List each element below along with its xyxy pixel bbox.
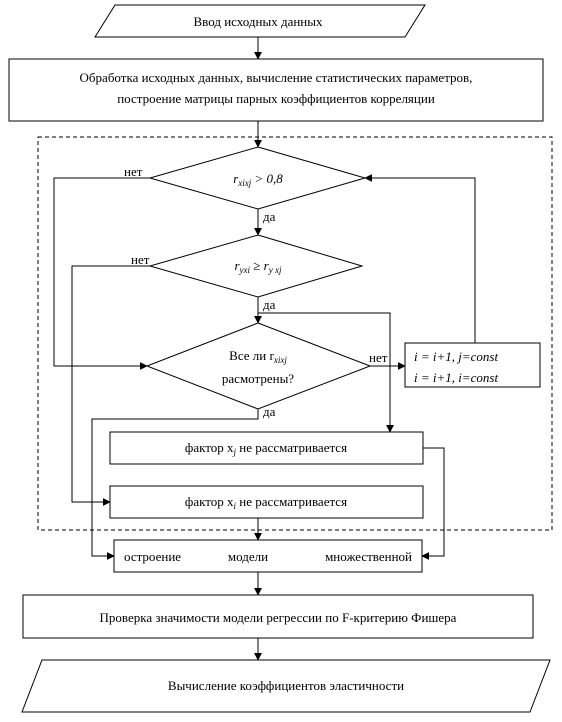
decision-all-reviewed-line1: Все ли rxixj xyxy=(229,348,287,365)
arrow-decision2-no xyxy=(71,265,150,506)
model-word2: модели xyxy=(228,549,268,564)
model-word1: остроение xyxy=(124,549,181,564)
decision1-yes-label: да xyxy=(263,209,276,224)
input-data-block xyxy=(94,4,426,38)
processing-text-line1: Обработка исходных данных, вычисление ст… xyxy=(80,70,473,85)
arrow-decision2-yes xyxy=(257,297,394,433)
arrow-decision1-no xyxy=(53,177,150,370)
elasticity-block xyxy=(21,659,551,713)
arrow-factor-xj-to-model xyxy=(421,447,445,560)
decision1-no-label: нет xyxy=(124,164,143,179)
decision-factor-compare-text: ryxi ≥ ry xj xyxy=(234,258,282,275)
arrow-decision3-yes xyxy=(91,409,259,560)
factor-xi-block xyxy=(109,485,424,519)
fisher-test-text: Проверка значимости модели регрессии по … xyxy=(100,610,457,625)
decision2-no-label: нет xyxy=(131,252,150,267)
model-word3: множественной xyxy=(325,549,412,564)
model-block xyxy=(113,539,423,573)
loop-region xyxy=(37,136,553,531)
decision3-no-label: нет xyxy=(369,350,388,365)
input-data-text: Ввод исходных данных xyxy=(194,14,323,29)
processing-block xyxy=(8,58,544,122)
decision3-yes-label: да xyxy=(263,404,276,419)
factor-xj-block xyxy=(109,431,424,465)
elasticity-text: Вычисление коэффициентов эластичности xyxy=(168,678,404,693)
processing-text-line2: построение матрицы парных коэффициентов … xyxy=(117,91,435,106)
factor-xi-text: фактор xi не рассматривается xyxy=(185,494,347,511)
increment-text-line1: i = i+1, j=const xyxy=(414,349,498,364)
decision2-yes-label: да xyxy=(263,297,276,312)
arrow-increment-loop xyxy=(364,174,476,343)
fisher-test-block xyxy=(22,594,534,639)
decision-all-reviewed-line2: расмотрены? xyxy=(222,371,294,386)
decision-all-reviewed-block xyxy=(145,322,372,410)
increment-text-line2: i = i+1, i=const xyxy=(414,370,498,385)
factor-xj-text: фактор xj не рассматривается xyxy=(185,440,347,457)
decision-correlation-text: rxixj > 0,8 xyxy=(233,171,283,188)
increment-block xyxy=(404,342,541,388)
